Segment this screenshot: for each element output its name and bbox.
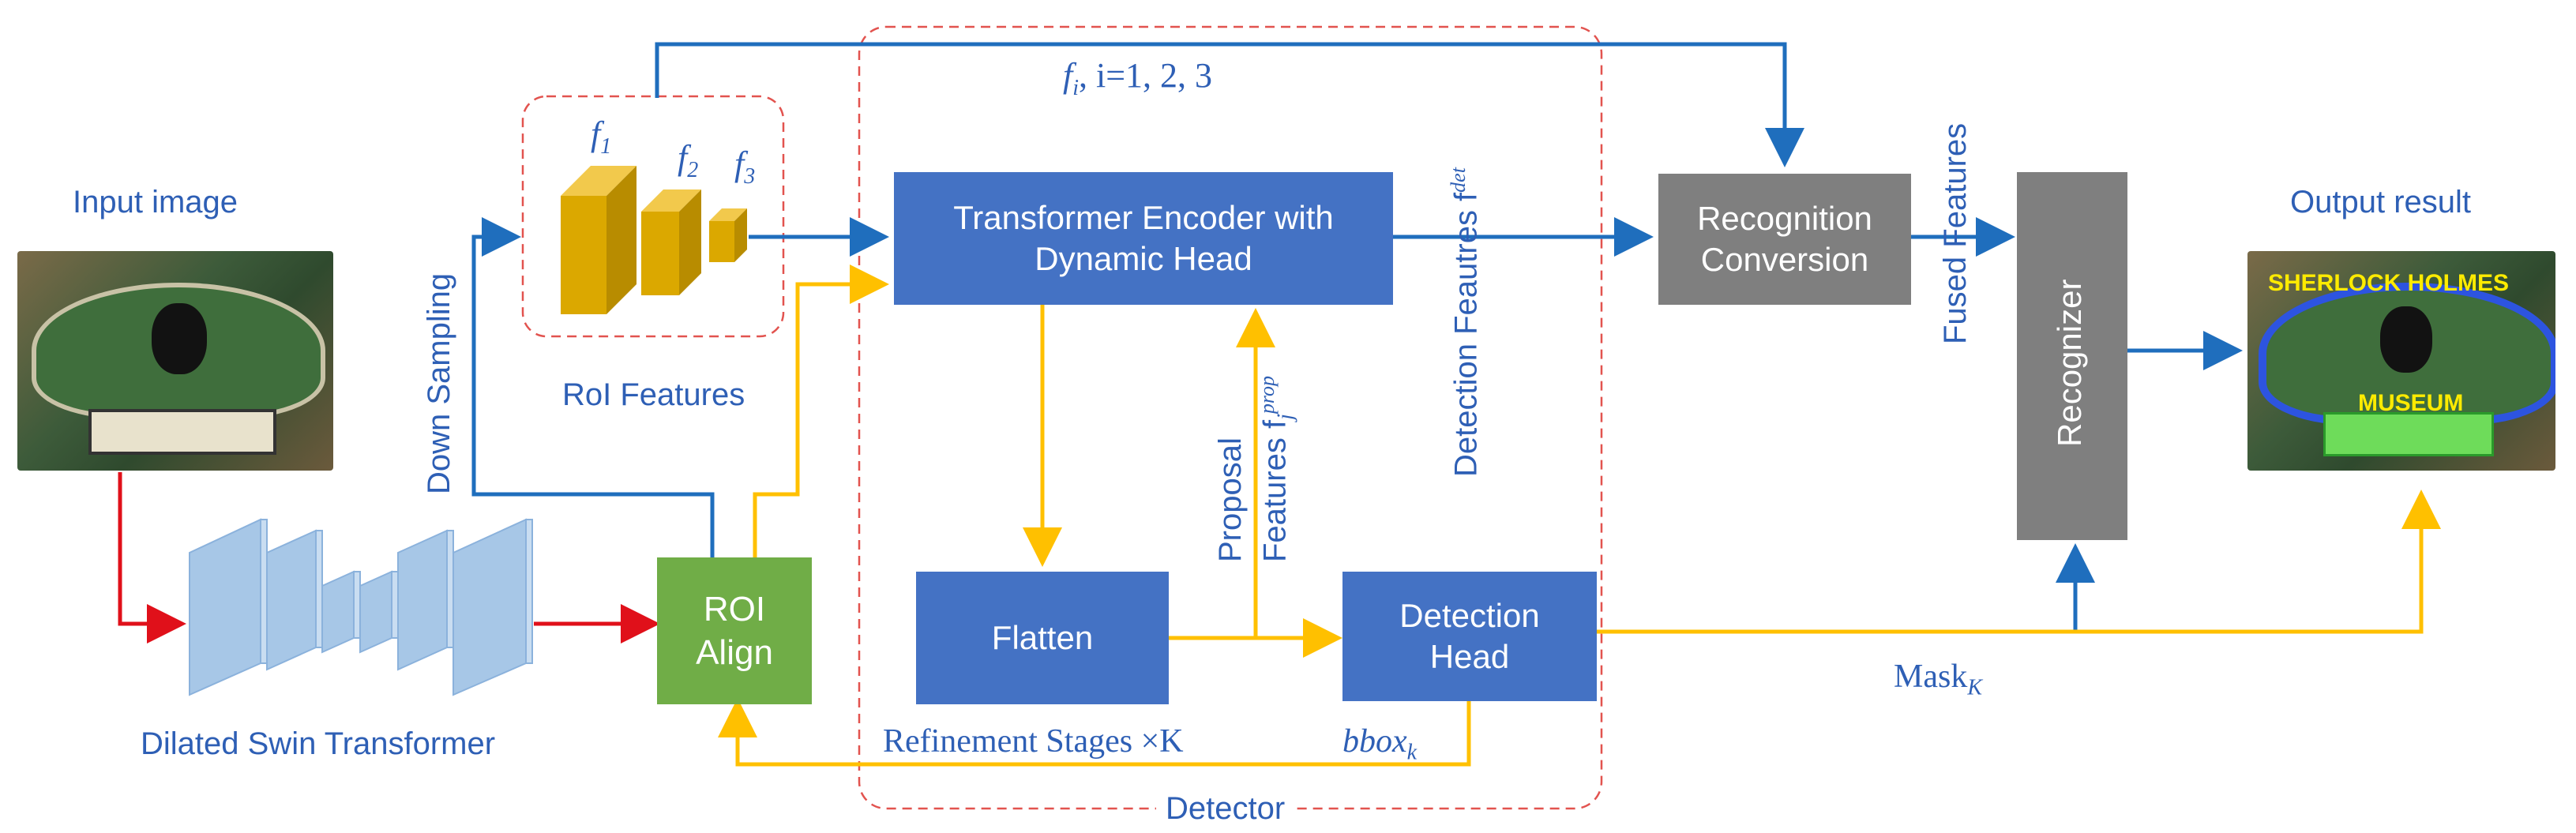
transformer-encoder-box: Transformer Encoder with Dynamic Head: [894, 172, 1393, 305]
backbone-blocks: [189, 518, 533, 696]
recognizer-label: Recognizer: [2051, 279, 2088, 447]
silhouette-icon: [2380, 306, 2432, 373]
feature-f2-label: f2: [678, 138, 699, 182]
feature-cuboids: [561, 166, 747, 314]
detector-region: [858, 25, 1603, 810]
feature-f3-label: f3: [734, 144, 756, 189]
roi-features-label: RoI Features: [562, 377, 745, 412]
refinement-stages-label: Refinement Stages ×K: [883, 723, 1184, 760]
detection-head-box: Detection Head: [1342, 572, 1597, 701]
output-label-top: SHERLOCK HOLMES: [2268, 270, 2510, 296]
silhouette-icon: [152, 303, 207, 374]
mask-arrow: [1597, 490, 2441, 634]
roi-align-to-encoder-arrow: [753, 265, 889, 557]
recognition-conversion-label: Recognition Conversion: [1697, 199, 1872, 279]
detector-label: Detector: [1156, 793, 1295, 824]
recognition-conversion-box: Recognition Conversion: [1658, 174, 1911, 305]
feature-f1-label: f1: [591, 114, 612, 159]
roi-align-box: ROI Align: [657, 557, 812, 704]
output-label-bottom: MUSEUM: [2358, 390, 2464, 416]
bbox-label: bboxk: [1342, 723, 1418, 765]
down-sampling-arrow: [471, 217, 715, 557]
skip-connection-label: fi, i=1, 2, 3: [1063, 56, 1213, 100]
transformer-encoder-label: Transformer Encoder with Dynamic Head: [953, 198, 1334, 278]
mask-label: MaskK: [1894, 659, 1983, 700]
recognizer-box: [2017, 172, 2127, 540]
red-arrow-input: [118, 472, 186, 644]
flatten-box: Flatten: [916, 572, 1169, 704]
down-sampling-label: Down Sampling: [422, 272, 456, 494]
bbox-feedback-arrow: [718, 698, 1471, 767]
roi-align-label: ROI Align: [696, 590, 773, 672]
input-image-title: Input image: [73, 185, 238, 220]
backbone-label: Dilated Swin Transformer: [141, 726, 496, 761]
skip-fi-arrow: [655, 42, 1804, 167]
output-image: SHERLOCK HOLMES MUSEUM: [2247, 251, 2555, 471]
proposal-features-label: Proposal Features fjprop: [1213, 375, 1298, 562]
fused-features-label: Fused Features: [1938, 122, 1973, 344]
detection-features-label: Detection Feautres fdet: [1447, 167, 1484, 477]
flatten-label: Flatten: [991, 618, 1094, 656]
detection-head-label: Detection Head: [1399, 596, 1540, 676]
output-result-title: Output result: [2290, 185, 2472, 220]
roi-features-region: [521, 95, 785, 338]
input-image: [17, 251, 333, 471]
